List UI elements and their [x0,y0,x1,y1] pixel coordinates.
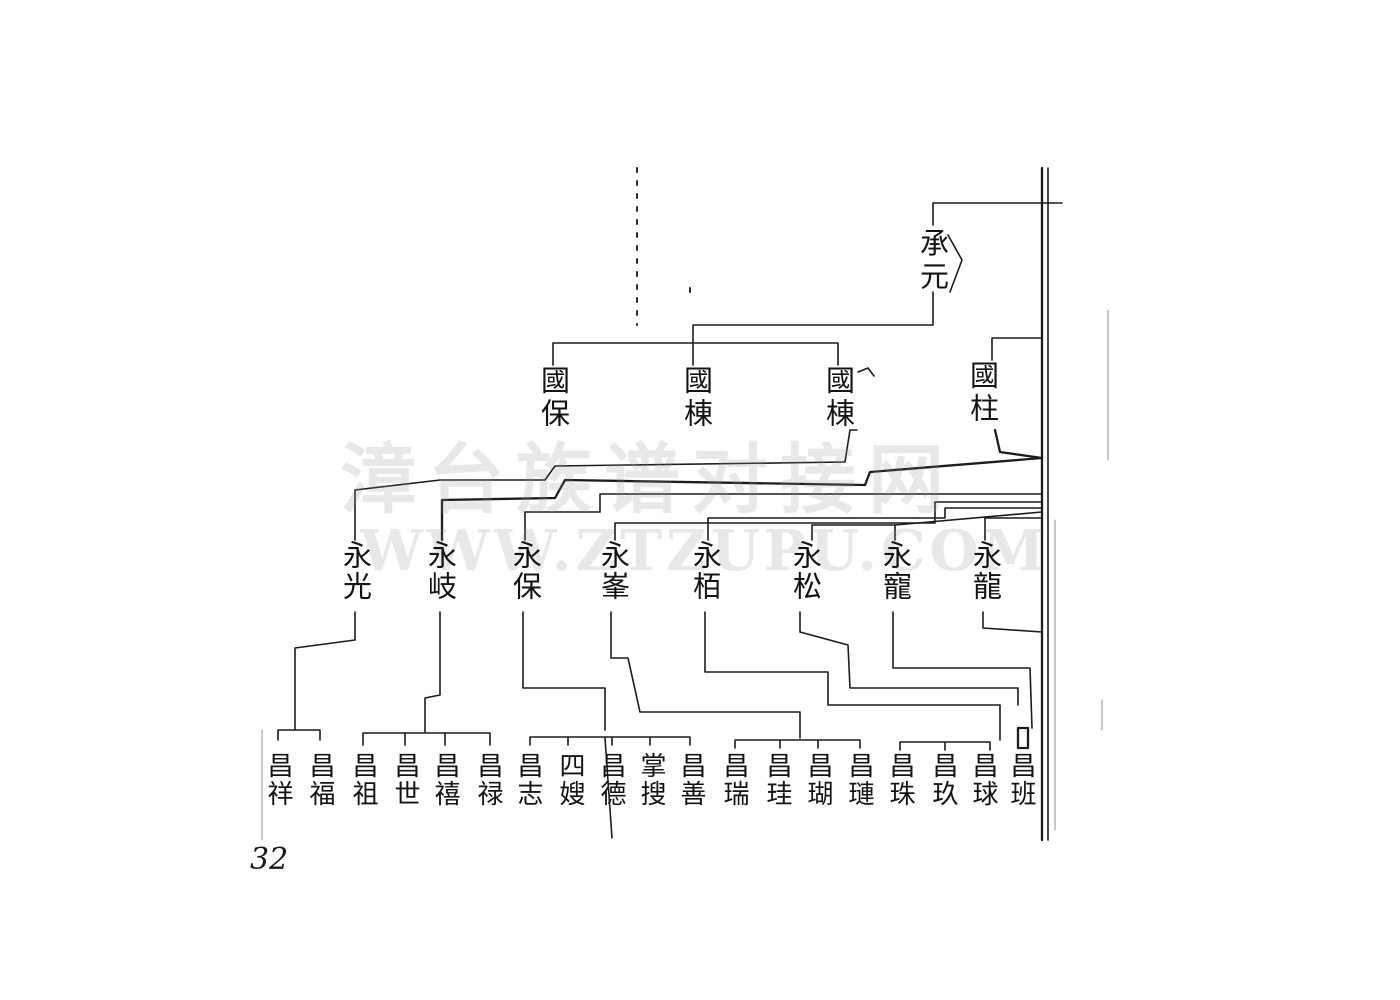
guozhu-to-yongqi [440,428,1044,542]
person-changzhi: 昌志 [513,752,543,808]
chengyuan-descent [692,291,934,366]
person-yongqi: 永岐 [423,540,458,602]
person-changxiang: 昌祥 [263,752,293,808]
yongsong-descent [799,611,1019,706]
person-changrui: 昌瑞 [719,752,749,808]
yongbao-descent [522,611,606,731]
gen2-bar [552,342,839,366]
person-yongbao: 永保 [508,540,543,602]
yongguang-descent [294,611,356,731]
person-yongfeng: 永峯 [596,540,631,602]
link-to-yongbao [524,477,1043,541]
link-to-yongbai [707,507,1043,541]
person-changlian: 昌璉 [844,752,874,808]
link-to-yongsong [811,524,896,541]
changde-mark [604,737,613,839]
person-yongbai: 永栢 [688,540,723,602]
watermark-text: 漳台族谱对接网 [340,435,956,524]
yongchong-descent [892,611,1033,729]
guodong-mark [857,367,875,377]
person-changjiu: 昌玖 [928,752,958,808]
person-guozhu: 國柱 [965,360,1000,426]
yongbao-children-bar [529,736,691,746]
person-changban: 昌班 [1006,752,1036,808]
link-to-chengyuan [932,202,1043,226]
person-changshi: 昌世 [390,752,420,808]
person-changgui: 昌珪 [762,752,792,808]
watermark-url: WWW.ZTZUPU.COM [360,518,1049,584]
yonglong-descent [982,611,1043,633]
person-yongsong: 永松 [788,540,823,602]
chengyuan-mark [947,234,963,293]
link-to-yonglong [984,517,1043,541]
person-changhu: 昌瑚 [803,752,833,808]
person-yonglong: 永龍 [968,540,1003,602]
yongbai-children-bar [899,741,991,751]
page-number: 32 [250,842,289,877]
yongguang-children-bar [277,729,321,741]
person-zhangsou: 掌搜 [636,752,666,808]
yongqi-descent [424,611,441,733]
yongqi-children-bar [362,732,491,746]
person-changlu: 昌禄 [473,752,503,808]
person-yongguang: 永光 [338,540,373,602]
changban-box [1016,726,1030,750]
person-changde: 昌德 [596,752,626,808]
guodong-to-yongguang [354,429,858,541]
person-sisao: 四嫂 [555,752,585,808]
yongfeng-children-bar [734,739,861,749]
person-changzu: 昌祖 [348,752,378,808]
person-chengyuan: 承元 [915,228,950,294]
person-changxi: 昌禧 [430,752,460,808]
person-guodong-2: 國棟 [679,365,714,431]
person-changfu: 昌福 [305,752,335,808]
person-guobao: 國保 [536,365,571,431]
yongfeng-descent [610,611,801,739]
person-changqiu: 昌球 [968,752,998,808]
person-guodong-1: 國棟 [821,365,856,431]
person-changshan: 昌善 [676,752,706,808]
link-to-guozhu [991,337,1043,361]
person-yongchong: 永寵 [878,540,913,602]
person-changzhu: 昌珠 [885,752,915,808]
link-to-yongfeng [614,501,1043,541]
yongbai-descent [704,611,1001,741]
